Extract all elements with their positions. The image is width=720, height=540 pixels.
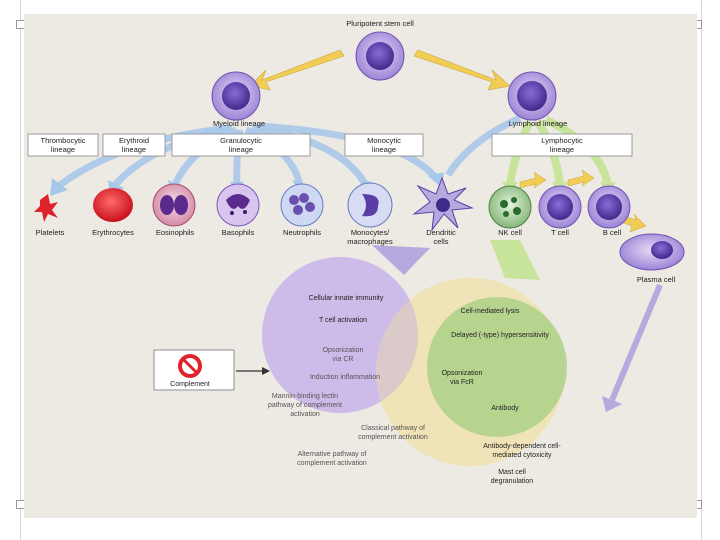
erythrocytes-icon — [93, 188, 133, 222]
lymphocytic-label-2: lineage — [550, 145, 574, 154]
complement-label: Complement — [170, 381, 210, 388]
monocytes-label-1: Monocytes/ — [351, 228, 390, 237]
basophils-icon — [216, 183, 260, 227]
opsonization-fcr-label-2: via FcR — [450, 379, 474, 386]
eosinophils-icon — [152, 183, 196, 227]
lymphocytic-label-1: Lymphocytic — [541, 136, 583, 145]
lymphoid-label: Lymphoid lineage — [509, 119, 568, 128]
adaptive-cellular-circle — [427, 297, 567, 437]
delayed-hypersensitivity-label: Delayed (-type) hypersensitivity — [451, 332, 549, 339]
neutrophils-icon — [280, 183, 324, 227]
opsonization-cr-label-2: via CR — [332, 356, 353, 363]
alternative-label-1: Alternative pathway of — [298, 451, 367, 458]
mast-cell-label-1: Mast cell — [498, 469, 526, 476]
adcc-label-2: mediated cytoxicity — [492, 452, 552, 459]
lectin-label-3: activation — [290, 411, 320, 418]
thrombocytic-label-2: lineage — [51, 145, 75, 154]
myeloid-cell — [211, 71, 261, 121]
myeloid-label: Myeloid lineage — [213, 119, 265, 128]
arrow-lymphoid-dendritic — [445, 114, 522, 177]
lysis-label: Cell-mediated lysis — [461, 308, 520, 315]
lectin-label-2: pathway of complement — [268, 402, 342, 409]
arrow-monocytes — [251, 124, 370, 187]
adcc-label-1: Antibody-dependent cell- — [483, 443, 561, 450]
granulocytic-label-2: lineage — [229, 145, 253, 154]
erythroid-label-1: Erythroid — [119, 136, 149, 145]
dendritic-label-1: Dendritic — [426, 228, 456, 237]
erythrocytes-label: Erythrocytes — [92, 228, 134, 237]
b-cell-icon — [587, 185, 631, 229]
mast-cell-label-2: degranulation — [491, 478, 534, 485]
innate-immunity-label: Cellular innate immunity — [309, 295, 384, 302]
t-cell-label: T cell — [551, 228, 569, 237]
dendritic-label-2: cells — [433, 237, 448, 246]
monocytic-label-2: lineage — [372, 145, 396, 154]
arrow-plasma-antibody — [609, 283, 663, 402]
plasma-cell-icon — [619, 233, 685, 271]
lectin-label-1: Mannin-binding lectin — [272, 393, 338, 400]
basophils-label: Basophils — [222, 228, 255, 237]
platelets-label: Platelets — [36, 228, 65, 237]
nk-cell-icon — [488, 185, 532, 229]
pluripotent-label: Pluripotent stem cell — [346, 19, 414, 28]
plasma-cell-label: Plasma cell — [637, 275, 676, 284]
monocytic-label-1: Monocytic — [367, 136, 401, 145]
innate-overlay — [262, 257, 418, 413]
stem-cell — [355, 31, 405, 81]
antibody-label: Antibody — [491, 405, 519, 412]
t-cell-icon — [538, 185, 582, 229]
arrow-to-functions-purple — [372, 245, 430, 275]
alternative-label-2: complement activation — [297, 460, 367, 467]
monocytes-label-2: macrophages — [347, 237, 393, 246]
arrow-to-functions-green — [490, 240, 540, 280]
platelets-icon — [34, 194, 58, 222]
complement-inhibitor — [153, 349, 270, 391]
thrombocytic-label-1: Thrombocytic — [40, 136, 85, 145]
classical-label-2: complement activation — [358, 434, 428, 441]
tcell-activation-label: T cell activation — [319, 317, 367, 324]
eosinophils-label: Eosinophils — [156, 228, 195, 237]
arrow-to-lymphoid — [413, 49, 511, 91]
opsonization-fcr-label-1: Opsonization — [442, 370, 483, 377]
b-cell-label: B cell — [603, 228, 622, 237]
lymphoid-cell — [507, 71, 557, 121]
dendritic-icon — [412, 176, 474, 232]
erythroid-label-2: lineage — [122, 145, 146, 154]
arrow-to-myeloid — [249, 49, 345, 91]
nk-label: NK cell — [498, 228, 522, 237]
opsonization-cr-label-1: Opsonization — [323, 347, 364, 354]
monocytes-icon — [347, 182, 393, 228]
inflammation-label: Induction inflammation — [310, 374, 380, 381]
neutrophils-label: Neutrophils — [283, 228, 321, 237]
granulocytic-label-1: Granulocytic — [220, 136, 262, 145]
classical-label-1: Classical pathway of — [361, 425, 425, 432]
